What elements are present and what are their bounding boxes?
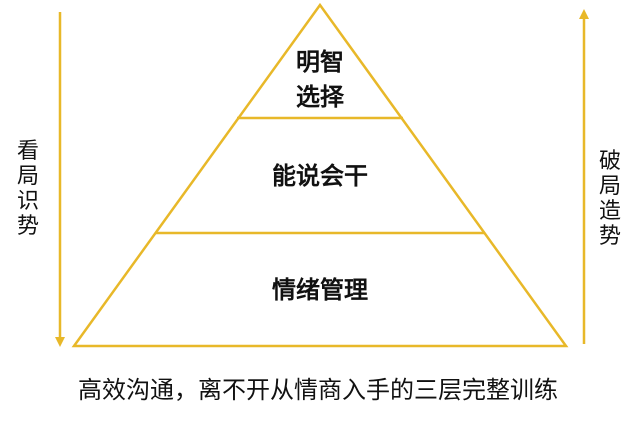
tier-top-label-line-2: 选择: [296, 83, 345, 111]
right-arrow-label-char-1: 破: [599, 149, 621, 174]
right-arrow-label-char-3: 造: [599, 199, 621, 224]
tier-bottom-label: 情绪管理: [272, 276, 368, 304]
right-arrow-label-char-4: 势: [599, 224, 621, 249]
left-arrow-label-char-3: 识: [17, 189, 39, 214]
tier-top-label-line-1: 明智: [296, 48, 344, 76]
left-arrow-label-char-2: 局: [17, 164, 39, 189]
tier-middle-label: 能说会干: [272, 162, 368, 190]
right-arrow-label-char-2: 局: [599, 174, 621, 199]
left-arrow-label-char-1: 看: [17, 139, 39, 164]
pyramid-outline: [71, 2, 569, 348]
left-arrow-label-char-4: 势: [17, 214, 39, 239]
diagram-caption: 高效沟通，离不开从情商入手的三层完整训练: [78, 376, 558, 404]
